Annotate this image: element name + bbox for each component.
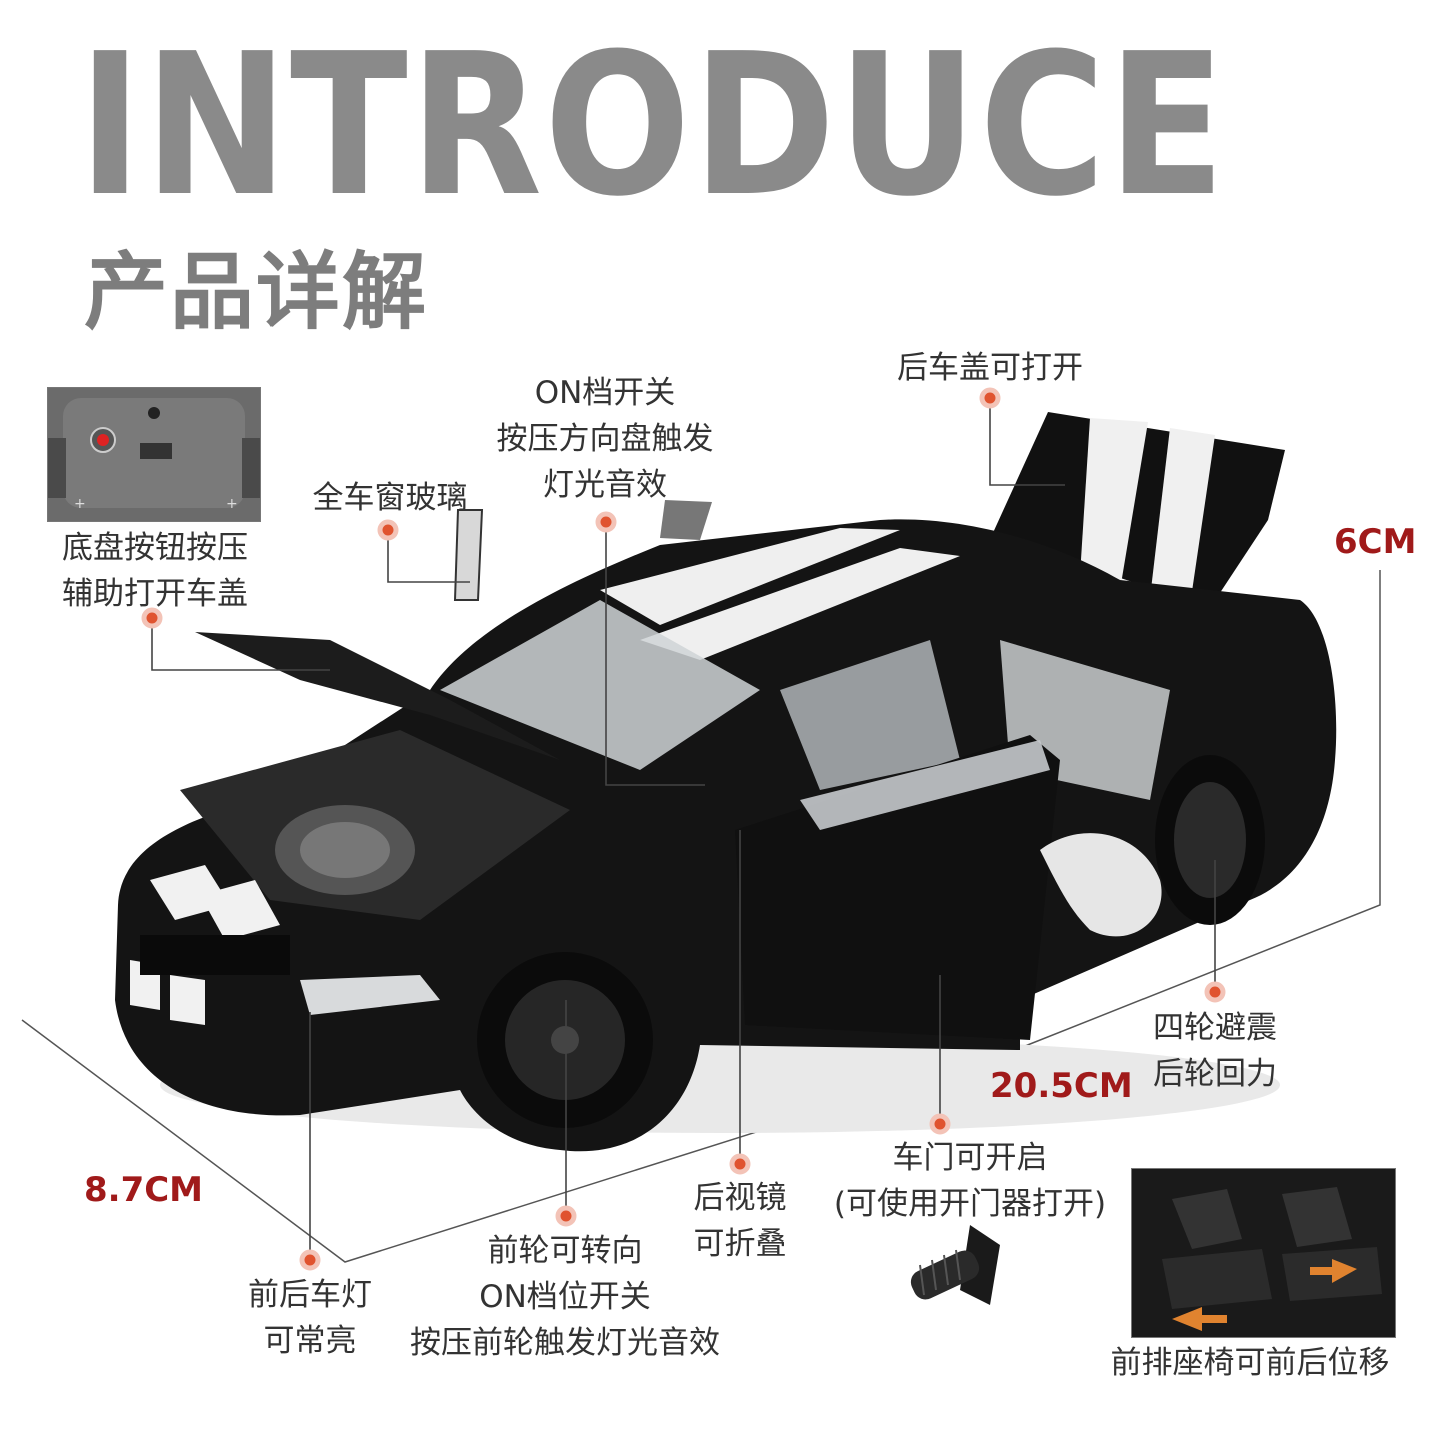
label-mirrors: 后视镜 可折叠 (693, 1180, 787, 1262)
leader-lines (151, 400, 1216, 1255)
seats-inset (1131, 1168, 1396, 1338)
chassis-button-inset: + + (47, 387, 261, 522)
label-doors: 车门可开启 (可使用开门器打开) (833, 1140, 1107, 1222)
label-windows: 全车窗玻璃 (312, 480, 468, 516)
label-front-wheels: 前轮可转向 ON档位开关 按压前轮触发灯光音效 (410, 1233, 720, 1361)
label-seats: 前排座椅可前后位移 (1110, 1345, 1390, 1381)
door-opener-screw-icon (910, 1225, 1000, 1305)
dimension-length: 20.5CM (990, 1066, 1133, 1106)
svg-text:+: + (226, 496, 238, 512)
dimension-height: 6CM (1334, 522, 1417, 562)
page-title: INTRODUCE (78, 12, 1228, 240)
svg-text:+: + (74, 496, 86, 512)
label-trunk: 后车盖可打开 (897, 350, 1083, 386)
label-chassis-button: 底盘按钮按压 辅助打开车盖 (62, 530, 248, 612)
feature-markers (141, 387, 1226, 1271)
label-steering-sound: ON档开关 按压方向盘触发 灯光音效 (496, 375, 714, 503)
label-suspension: 四轮避震 后轮回力 (1153, 1010, 1277, 1092)
dimension-width: 8.7CM (84, 1170, 204, 1210)
page-subtitle: 产品详解 (84, 243, 429, 341)
label-lights: 前后车灯 可常亮 (248, 1277, 372, 1359)
car-model (115, 412, 1337, 1152)
